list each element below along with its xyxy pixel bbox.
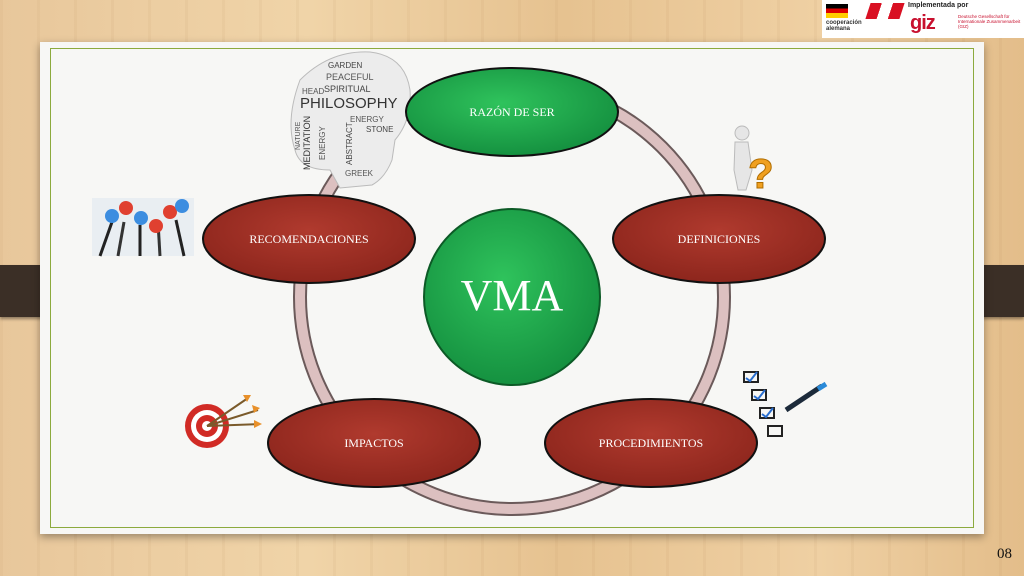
cooperation-text: cooperación alemana: [826, 20, 862, 32]
word-cloud-word: ENERGY: [318, 126, 327, 160]
cooperation-line-2: alemana: [826, 26, 851, 32]
target-arrows-icon: [185, 395, 262, 448]
word-cloud-word-main: PHILOSOPHY: [300, 95, 398, 112]
word-cloud-word: PEACEFUL: [326, 72, 374, 82]
word-cloud-word: MEDITATION: [302, 116, 312, 170]
node-label: IMPACTOS: [344, 436, 403, 450]
node-label: RECOMENDACIONES: [249, 232, 368, 246]
center-label: VMA: [461, 271, 564, 320]
implemented-by-text: Implementada por: [908, 2, 969, 9]
word-cloud-word: STONE: [366, 125, 393, 134]
giz-wordmark: giz: [910, 12, 936, 34]
thumbs-up-hands-icon: [92, 198, 194, 257]
page-number: 08: [997, 546, 1012, 562]
word-cloud-word: SPIRITUAL: [324, 84, 371, 94]
word-cloud-word: ENERGY: [350, 115, 384, 124]
node-definiciones: DEFINICIONES: [612, 194, 826, 284]
node-recomendaciones: RECOMENDACIONES: [202, 194, 416, 284]
node-procedimientos: PROCEDIMIENTOS: [544, 398, 758, 488]
node-label: RAZÓN DE SER: [469, 105, 554, 119]
word-cloud-word: ABSTRACT: [345, 122, 354, 165]
word-cloud-word: NATURE: [295, 121, 302, 150]
giz-subtitle: Deutsche Gesellschaft für Internationale…: [958, 14, 1021, 29]
word-cloud-word: HEAD: [302, 87, 324, 96]
svg-text:?: ?: [748, 150, 774, 197]
center-node: VMA: [423, 208, 601, 386]
node-razon-de-ser: RAZÓN DE SER: [405, 67, 619, 157]
node-label: PROCEDIMIENTOS: [599, 436, 703, 450]
node-impactos: IMPACTOS: [267, 398, 481, 488]
peru-flag-icon: [865, 3, 905, 19]
cooperation-line-1: cooperación: [826, 20, 862, 26]
word-cloud-head-icon: PHILOSOPHY GARDEN PEACEFUL SPIRITUAL HEA…: [290, 51, 411, 189]
slide-border: [50, 48, 974, 528]
checklist-pen-icon: [743, 371, 828, 437]
word-cloud-word: GARDEN: [328, 61, 362, 70]
word-cloud-word: GREEK: [345, 169, 374, 178]
germany-flag-icon: [826, 4, 848, 18]
cooperation-giz-logo: cooperación alemana Implementada por giz…: [822, 0, 1024, 38]
node-label: DEFINICIONES: [678, 232, 761, 246]
question-figure-icon: ?: [733, 125, 774, 198]
